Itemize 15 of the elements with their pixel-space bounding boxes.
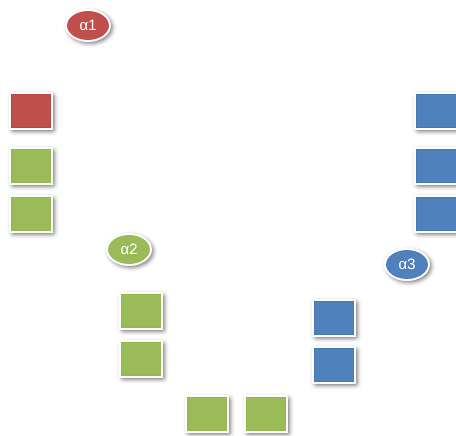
oval-label: α3 [384,248,430,281]
oval-label: α1 [65,9,111,42]
square-tile [244,395,288,433]
square-tile [414,92,456,130]
square-tile [414,195,456,233]
square-tile [9,195,53,233]
oval-label: α2 [106,233,152,266]
square-tile [312,299,356,337]
square-tile [119,340,163,378]
square-tile [9,92,53,130]
square-tile [185,395,229,433]
square-tile [119,292,163,330]
square-tile [414,147,456,185]
square-tile [312,346,356,384]
square-tile [9,147,53,185]
